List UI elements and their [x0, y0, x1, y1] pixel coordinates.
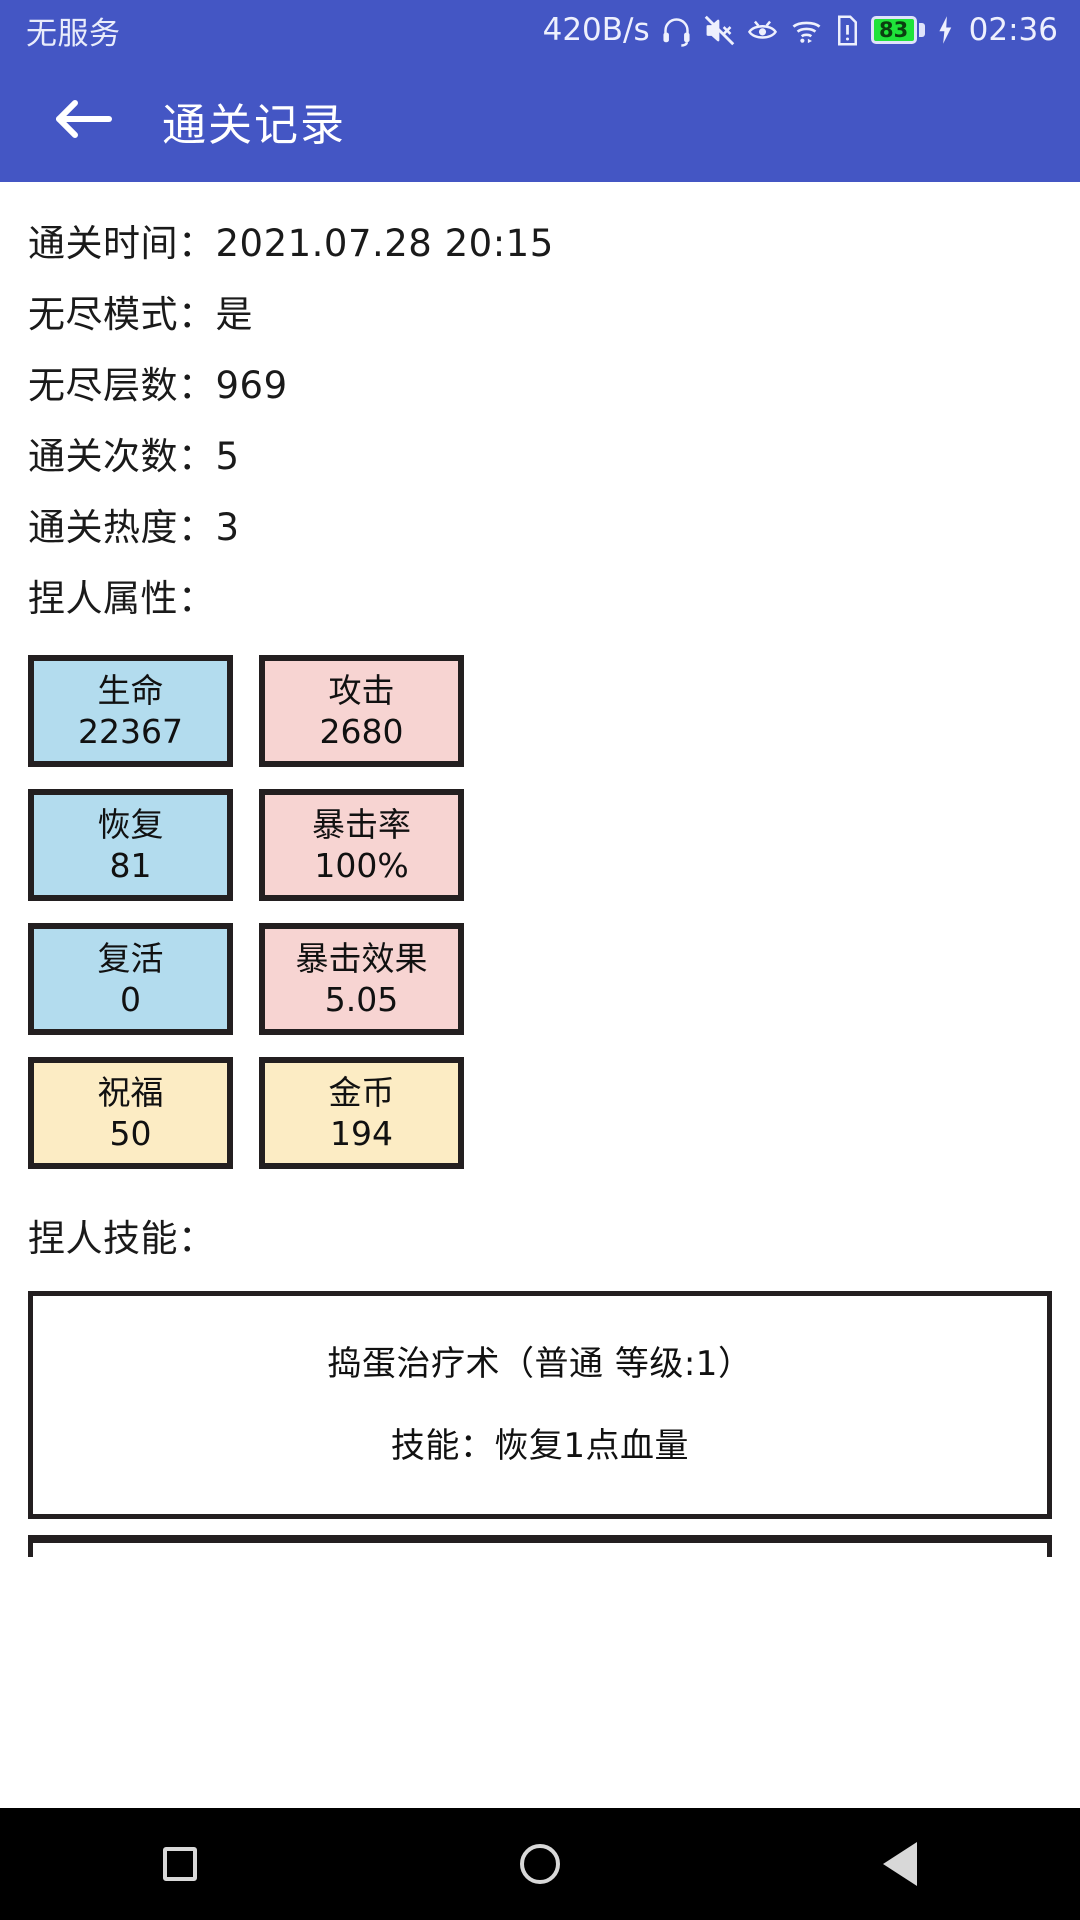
circle-icon — [520, 1844, 560, 1884]
skills-section-label: 捏人技能： — [28, 1217, 216, 1260]
stat-value: 0 — [120, 980, 141, 1019]
battery-level-label: 83 — [870, 16, 917, 44]
stat-name: 复活 — [97, 939, 164, 978]
battery-cap — [918, 23, 925, 37]
stat-box-revive[interactable]: 复活 0 — [28, 923, 233, 1035]
stat-value: 5.05 — [324, 980, 399, 1019]
stat-box-crit-damage[interactable]: 暴击效果 5.05 — [259, 923, 464, 1035]
main-content: 通关时间：2021.07.28 20:15 无尽模式：是 无尽层数：969 通关… — [0, 182, 1080, 1557]
square-icon — [163, 1847, 197, 1881]
stat-name: 暴击率 — [312, 805, 411, 844]
stat-box-attack[interactable]: 攻击 2680 — [259, 655, 464, 767]
stat-value: 2680 — [319, 712, 404, 751]
status-bar: 无服务 420B/s — [0, 0, 1080, 60]
stat-name: 祝福 — [97, 1073, 164, 1112]
attributes-grid: 生命 22367 攻击 2680 恢复 81 暴击率 100% 复活 0 暴击效… — [28, 655, 1052, 1169]
battery-indicator: 83 — [870, 16, 925, 44]
stat-name: 暴击效果 — [295, 939, 428, 978]
info-list: 通关时间：2021.07.28 20:15 无尽模式：是 无尽层数：969 通关… — [28, 208, 1052, 563]
stat-name: 金币 — [328, 1073, 395, 1112]
nav-recents-button[interactable] — [105, 1808, 255, 1920]
nav-home-button[interactable] — [465, 1808, 615, 1920]
nav-back-button[interactable] — [825, 1808, 975, 1920]
sim-alert-icon — [834, 14, 861, 47]
lightning-bolt-icon — [935, 15, 955, 45]
stat-name: 攻击 — [328, 671, 395, 710]
stat-box-gold[interactable]: 金币 194 — [259, 1057, 464, 1169]
info-row-clear-time: 通关时间：2021.07.28 20:15 — [28, 222, 554, 265]
stat-value: 50 — [109, 1114, 152, 1153]
stat-name: 生命 — [97, 671, 164, 710]
info-row-endless-mode: 无尽模式：是 — [28, 293, 253, 336]
stat-box-blessing[interactable]: 祝福 50 — [28, 1057, 233, 1169]
android-navigation-bar — [0, 1808, 1080, 1920]
stat-value: 194 — [330, 1114, 393, 1153]
stat-value: 100% — [314, 846, 409, 885]
skill-card[interactable]: 捣蛋治疗术（普通 等级:1） 技能：恢复1点血量 — [28, 1291, 1052, 1519]
carrier-label: 无服务 — [26, 15, 121, 52]
attributes-section-label: 捏人属性： — [28, 577, 216, 620]
info-row-clear-heat: 通关热度：3 — [28, 506, 240, 549]
info-row-endless-floor: 无尽层数：969 — [28, 364, 288, 407]
arrow-left-icon — [51, 95, 113, 147]
info-row-clear-count: 通关次数：5 — [28, 435, 240, 478]
skill-card-next-partial[interactable] — [28, 1535, 1052, 1557]
stat-box-recovery[interactable]: 恢复 81 — [28, 789, 233, 901]
skill-title: 捣蛋治疗术（普通 等级:1） — [327, 1344, 753, 1384]
eye-care-icon — [746, 14, 779, 47]
stat-value: 22367 — [78, 712, 183, 751]
page-title: 通关记录 — [162, 100, 346, 151]
app-bar: 通关记录 — [0, 60, 1080, 182]
clock-label: 02:36 — [968, 12, 1058, 48]
network-speed-label: 420B/s — [542, 12, 650, 48]
headset-icon — [660, 14, 693, 47]
stat-value: 81 — [109, 846, 152, 885]
skill-description: 技能：恢复1点血量 — [390, 1426, 690, 1466]
status-icons-group: 420B/s — [543, 12, 1058, 48]
stat-box-crit-rate[interactable]: 暴击率 100% — [259, 789, 464, 901]
stat-name: 恢复 — [97, 805, 164, 844]
wifi-icon — [789, 14, 824, 47]
triangle-back-icon — [883, 1842, 917, 1886]
mute-icon — [703, 14, 736, 47]
back-button[interactable] — [44, 83, 120, 159]
stat-box-hp[interactable]: 生命 22367 — [28, 655, 233, 767]
